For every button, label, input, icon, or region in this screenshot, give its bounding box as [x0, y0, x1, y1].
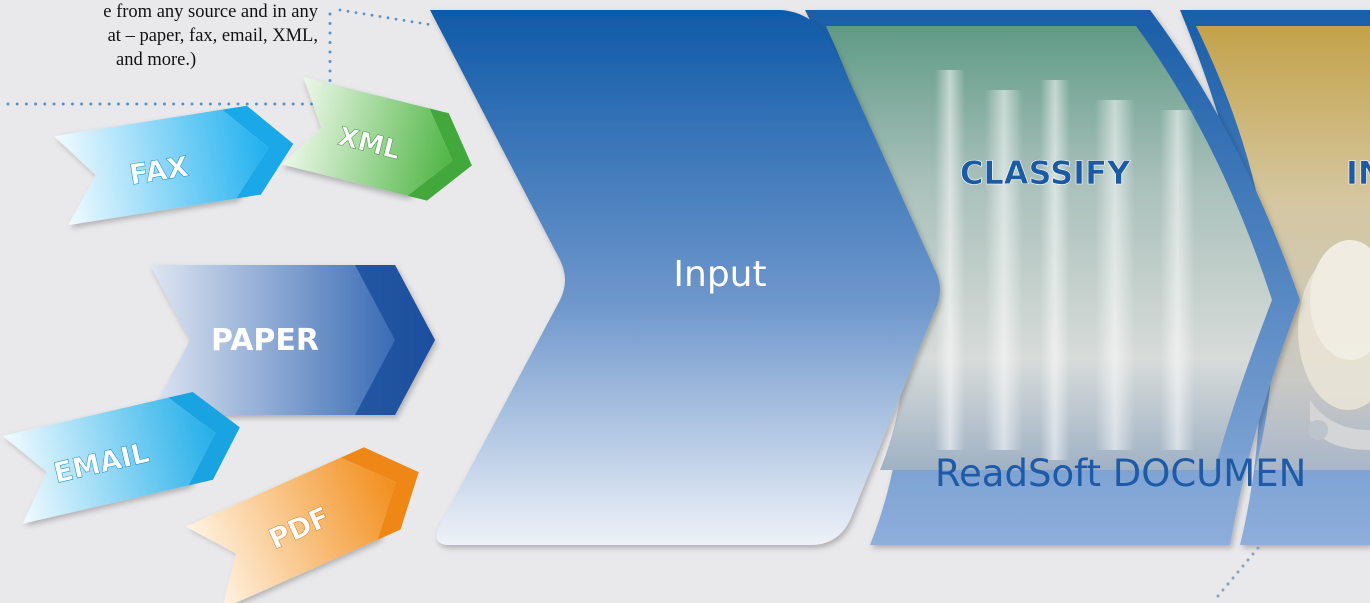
dot: [328, 69, 332, 73]
dot: [227, 102, 231, 106]
dot: [15, 102, 19, 106]
dot: [402, 19, 406, 22]
dot: [282, 102, 286, 106]
paper-label: PAPER: [211, 323, 319, 358]
source-arrow-fax: FAX: [54, 105, 294, 226]
dot: [236, 102, 240, 106]
dot: [1246, 558, 1250, 562]
dot: [245, 102, 249, 106]
dot: [181, 102, 185, 106]
dot: [24, 102, 28, 106]
description-line-3: and more.): [116, 50, 197, 70]
dot: [80, 102, 84, 106]
dot: [328, 60, 332, 63]
dot: [1256, 546, 1260, 550]
dot: [135, 102, 139, 106]
dot: [264, 102, 268, 106]
dot: [370, 13, 374, 17]
dot: [378, 15, 382, 18]
dot: [410, 20, 414, 24]
dot: [328, 12, 332, 16]
dot: [362, 12, 366, 16]
dot: [162, 102, 166, 106]
dot: [190, 102, 194, 106]
dot: [199, 102, 203, 106]
dot: [328, 79, 332, 82]
dot: [328, 31, 332, 35]
dot: [273, 102, 277, 106]
stage-input-label: Input: [673, 254, 766, 295]
product-label: ReadSoft DOCUMEN: [935, 452, 1306, 495]
dotted-connector: [1216, 546, 1260, 598]
dot: [89, 102, 93, 106]
source-arrow-pdf: PDF: [185, 447, 419, 603]
description-line-1: e from any source and in any: [103, 2, 318, 22]
dot: [354, 11, 358, 15]
xml-label: XML: [335, 122, 403, 166]
stage-input-shape: [430, 10, 940, 545]
dot: [328, 50, 332, 54]
dot: [310, 102, 314, 106]
dot: [172, 102, 176, 106]
dot: [1226, 582, 1230, 586]
dot: [394, 17, 398, 21]
dot: [107, 102, 111, 106]
dot: [52, 102, 56, 106]
source-arrow-email: EMAIL: [2, 392, 240, 524]
source-arrow-xml: XML: [281, 76, 472, 201]
dot: [43, 102, 47, 106]
callout-border: [6, 8, 430, 106]
dot: [1231, 576, 1235, 580]
description-text: e from any source and in any at – paper,…: [0, 0, 318, 72]
stage-classify-heading: CLASSIFY: [960, 154, 1131, 192]
dot: [1241, 564, 1245, 568]
dot: [346, 9, 350, 13]
dot: [300, 102, 304, 106]
dot: [116, 102, 120, 106]
dot: [61, 102, 65, 106]
dot: [98, 102, 102, 106]
dot: [1221, 588, 1225, 592]
dot: [34, 102, 38, 106]
dot: [426, 22, 430, 26]
dot: [328, 22, 332, 25]
dot: [418, 21, 422, 25]
dot: [328, 41, 332, 44]
paper-stack-image: [1298, 240, 1370, 450]
dot: [153, 102, 157, 106]
dot: [144, 102, 148, 106]
dot: [1216, 594, 1220, 598]
dot: [70, 102, 74, 106]
dot: [291, 102, 295, 106]
paper-sheets-image: [935, 70, 1195, 460]
dot: [126, 102, 130, 106]
stage-third-heading: IN: [1346, 154, 1370, 192]
dot: [386, 16, 390, 20]
dot: [1236, 570, 1240, 574]
dot: [218, 102, 222, 106]
dot: [338, 8, 342, 12]
dot: [208, 102, 212, 106]
source-arrow-paper: PAPER: [150, 265, 435, 415]
description-line-2: at – paper, fax, email, XML,: [107, 26, 318, 46]
dot: [6, 102, 10, 106]
dot: [1251, 552, 1255, 556]
dot: [254, 102, 258, 106]
